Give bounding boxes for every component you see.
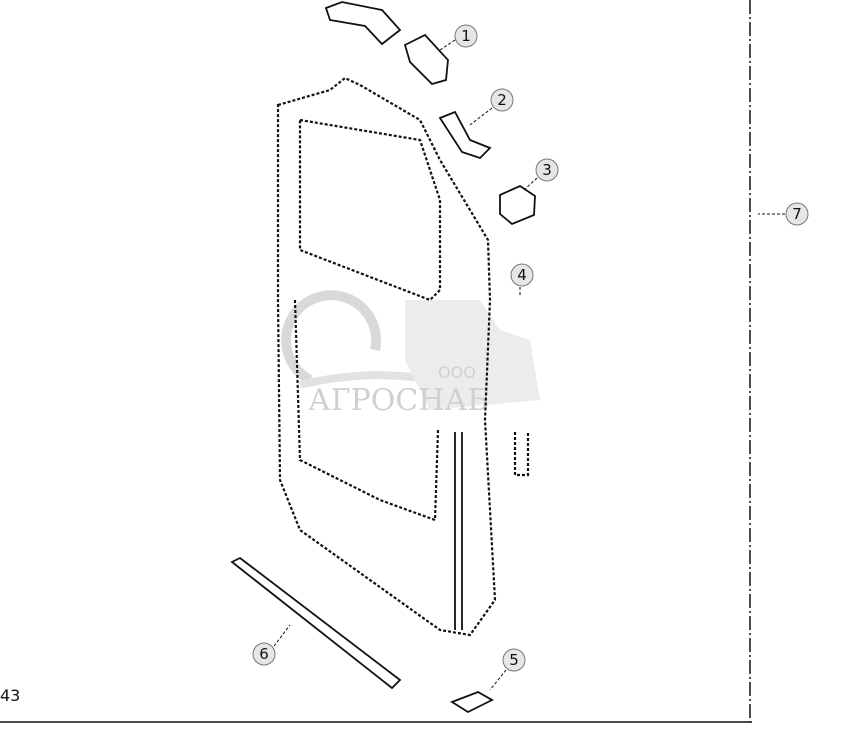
callout-6[interactable]: 6	[252, 642, 276, 666]
callout-label: 4	[517, 266, 527, 284]
callout-5[interactable]: 5	[502, 648, 526, 672]
page-number: 43	[0, 686, 21, 705]
combine-harvester-icon	[405, 300, 540, 410]
callout-2[interactable]: 2	[490, 88, 514, 112]
gear-icon	[281, 290, 382, 385]
watermark-name: АГРОСНАБ	[308, 383, 489, 418]
callout-4[interactable]: 4	[510, 263, 534, 287]
part-radiator	[276, 76, 530, 637]
callout-label: 6	[259, 645, 269, 663]
part-hose-upper	[324, 1, 449, 86]
callout-label: 7	[792, 205, 802, 223]
callout-label: 3	[542, 161, 552, 179]
callout-label: 5	[509, 651, 519, 669]
part-pad	[449, 691, 494, 714]
part-block	[499, 184, 536, 226]
callout-label: 2	[497, 91, 507, 109]
callout-3[interactable]: 3	[535, 158, 559, 182]
callout-1[interactable]: 1	[454, 24, 478, 48]
part-bracket	[438, 110, 492, 160]
part-seal-strip	[230, 556, 402, 690]
callout-label: 1	[461, 27, 471, 45]
watermark-logo: ООО АГРОСНАБ	[281, 290, 540, 418]
watermark-prefix: ООО	[438, 363, 476, 382]
callout-7[interactable]: 7	[785, 202, 809, 226]
